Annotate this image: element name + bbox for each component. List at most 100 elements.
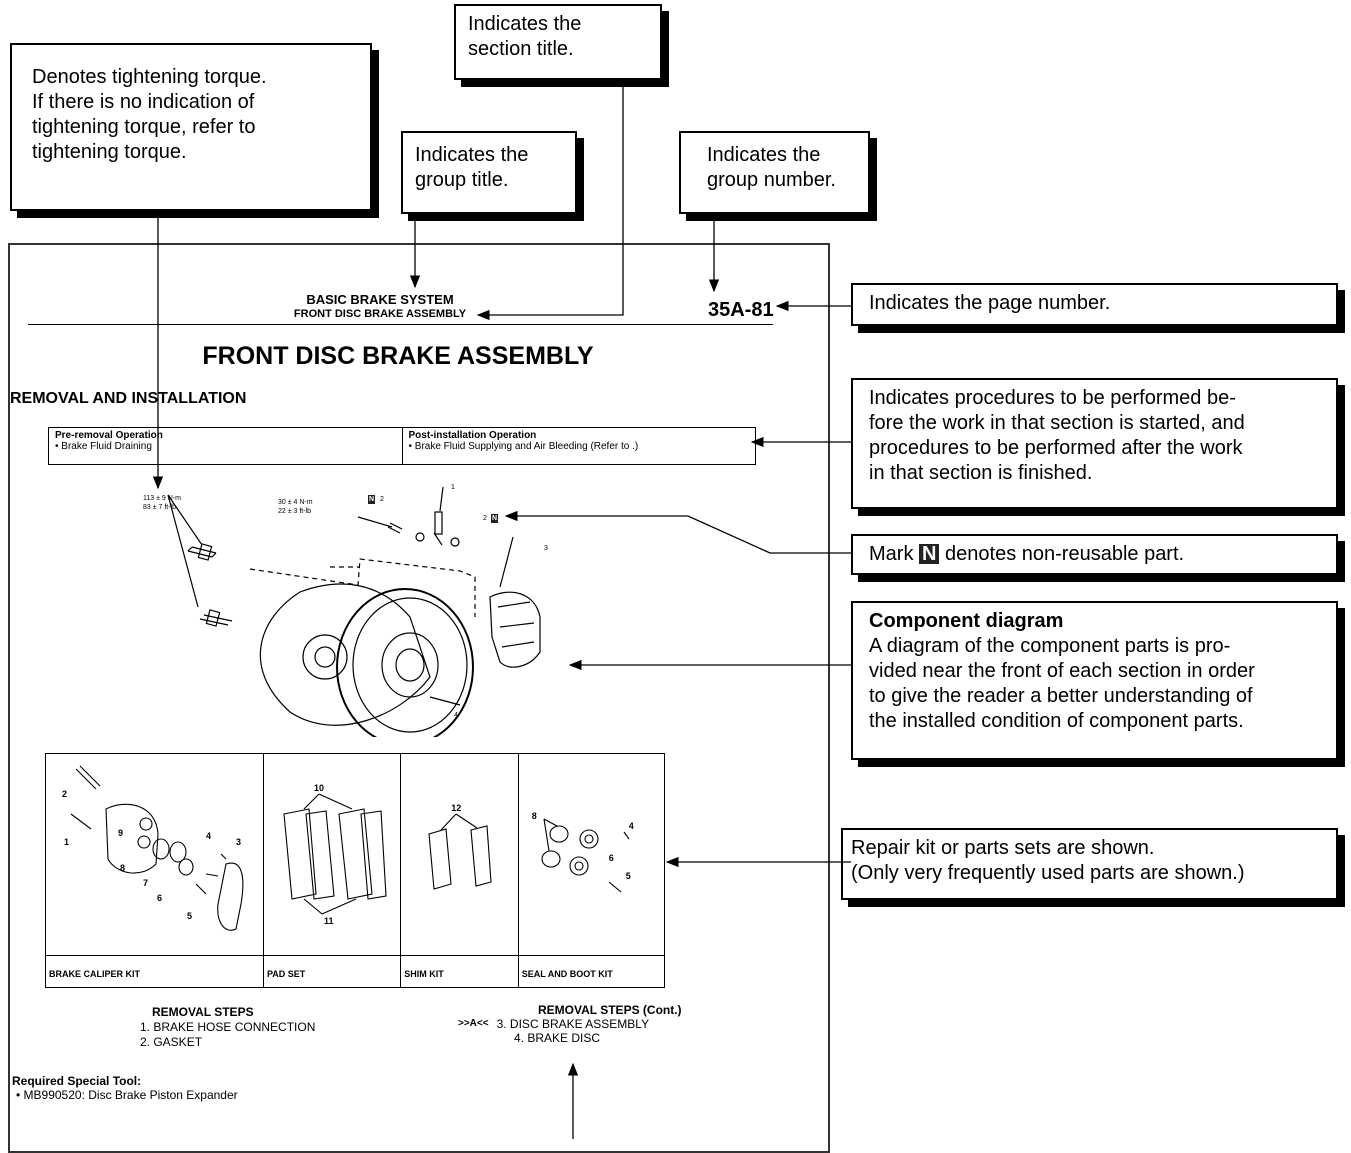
special-tool-title: Required Special Tool:: [12, 1074, 142, 1088]
non-reusable-mark-icon: N: [368, 495, 376, 504]
caliper-kit-drawing: [70, 765, 244, 931]
header-rule: [28, 324, 773, 325]
mark-n-prefix: Mark: [869, 543, 914, 565]
kit-num-3: 3: [236, 837, 242, 847]
hub: [302, 634, 348, 680]
subtitle: REMOVAL AND INSTALLATION: [10, 390, 247, 407]
removal-step-2: 2. GASKET: [140, 1035, 203, 1049]
pad-label: PAD SET: [266, 969, 306, 979]
kit-separator: [46, 955, 263, 956]
kit-num-8: 8: [120, 863, 126, 873]
kit-num-2: 2: [62, 789, 68, 799]
group-number-callout: Indicates the group number.: [679, 131, 870, 214]
main-title: FRONT DISC BRAKE ASSEMBLY: [202, 342, 594, 370]
gasket: [415, 532, 425, 542]
torque-2-ftlb: 22 ± 3 ft-lb: [278, 508, 312, 515]
post-installation-cell: Post-installation Operation • Brake Flui…: [401, 428, 756, 464]
procedures-callout: Indicates procedures to be performed be-…: [851, 378, 1338, 509]
section-title-callout-text: Indicates the section title.: [468, 13, 582, 60]
component-diagram-text: A diagram of the component parts is pro-…: [869, 635, 1255, 732]
seal-boot-kit: 8 4 6 5 SEAL AND BOOT KIT: [518, 754, 664, 987]
group-title-callout: Indicates the group title.: [401, 131, 577, 214]
special-tool-item: • MB990520: Disc Brake Piston Expander: [16, 1088, 238, 1102]
mark-n-suffix: denotes non-reusable part.: [945, 543, 1185, 565]
kit-num-9: 9: [118, 828, 124, 838]
seal-num-8: 8: [531, 811, 537, 821]
bolt-lower: [199, 614, 233, 626]
seal-separator: [518, 955, 664, 956]
dust-shield: [259, 583, 431, 726]
page-number: 35A-81: [708, 299, 774, 321]
caliper: [489, 591, 541, 668]
brake-hose: [434, 511, 443, 535]
group-title-callout-text: Indicates the group title.: [415, 144, 529, 191]
removal-steps-cont-title: REMOVAL STEPS (Cont.): [538, 1003, 682, 1017]
diagram-label-2: 2: [380, 496, 384, 503]
shim-separator: [401, 955, 518, 956]
procedures-callout-text: Indicates procedures to be performed be-…: [869, 387, 1245, 484]
seal-num-6: 6: [608, 853, 614, 863]
non-reusable-mark-icon-2: N: [491, 514, 499, 523]
torque-2-nm: 30 ± 4 N-m: [278, 499, 313, 506]
group-number-callout-text: Indicates the group number.: [707, 144, 836, 191]
shim-kit-drawing: [428, 813, 492, 890]
kit-num-1: 1: [64, 837, 70, 847]
post-installation-title: Post-installation Operation: [408, 430, 537, 441]
removal-step-3: 3. DISC BRAKE ASSEMBLY: [496, 1017, 650, 1031]
removal-marker: >>A<<: [458, 1018, 489, 1029]
page-number-callout: Indicates the page number.: [851, 283, 1338, 326]
torque-callout-text: Denotes tightening torque. If there is n…: [32, 66, 267, 163]
kit-num-6: 6: [157, 893, 163, 903]
kit-label: BRAKE CALIPER KIT: [49, 969, 141, 979]
torque-callout: Denotes tightening torque. If there is n…: [10, 43, 372, 211]
component-diagram-title: Component diagram: [869, 610, 1064, 632]
group-title: BASIC BRAKE SYSTEM: [306, 292, 454, 307]
torque-1-nm: 113 ± 9 N-m: [143, 495, 181, 502]
removal-step-4: 4. BRAKE DISC: [514, 1031, 601, 1045]
diagram-label-1: 1: [451, 484, 455, 491]
pre-removal-title: Pre-removal Operation: [55, 430, 163, 441]
repair-kit-callout-text: Repair kit or parts sets are shown. (Onl…: [851, 837, 1245, 884]
pad-separator: [263, 955, 401, 956]
kit-num-5: 5: [187, 911, 193, 921]
diagram-label-3: 3: [544, 545, 548, 552]
brake-caliper-kit: 2 9 1 4 3 8 7 6 5 BRAKE CALIPER KIT: [46, 754, 264, 987]
seal-boot-kit-drawing: [541, 818, 630, 893]
removal-step-1: 1. BRAKE HOSE CONNECTION: [140, 1020, 316, 1034]
diagram-label-4: 4: [454, 712, 458, 719]
special-tool: Required Special Tool: • MB990520: Disc …: [12, 1074, 238, 1102]
diagram-label-2b: 2: [483, 515, 487, 522]
seal-num-4: 4: [628, 821, 634, 831]
repair-kit-callout: Repair kit or parts sets are shown. (Onl…: [841, 828, 1338, 900]
operation-table: Pre-removal Operation • Brake Fluid Drai…: [48, 427, 756, 465]
post-installation-item: • Brake Fluid Supplying and Air Bleeding…: [408, 441, 639, 452]
removal-steps: REMOVAL STEPS 1. BRAKE HOSE CONNECTION 2…: [140, 1005, 315, 1050]
bolt-upper: [187, 546, 217, 558]
shim-label: SHIM KIT: [404, 969, 444, 979]
non-reusable-badge-icon: N: [919, 544, 940, 564]
pre-removal-item: • Brake Fluid Draining: [55, 441, 152, 452]
shim-num-12: 12: [451, 803, 462, 813]
seal-num-5: 5: [625, 871, 631, 881]
pad-set-drawing: [283, 793, 387, 915]
component-diagram-callout: Component diagram A diagram of the compo…: [851, 601, 1338, 760]
removal-steps-cont: REMOVAL STEPS (Cont.) >>A<< 3. DISC BRAK…: [458, 1003, 682, 1045]
kits-table: 2 9 1 4 3 8 7 6 5 BRAKE CALIPER KIT: [45, 753, 665, 988]
kit-num-7: 7: [143, 878, 149, 888]
manual-page: BASIC BRAKE SYSTEM FRONT DISC BRAKE ASSE…: [8, 243, 830, 1153]
page-number-callout-text: Indicates the page number.: [869, 292, 1111, 314]
pad-num-11: 11: [323, 916, 334, 926]
pad-num-10: 10: [313, 783, 324, 793]
section-title-callout: Indicates the section title.: [454, 4, 662, 80]
component-diagram: [167, 486, 541, 737]
kit-num-4: 4: [206, 831, 212, 841]
pad-set: 10 11 PAD SET: [263, 754, 402, 987]
shim-kit: 12 SHIM KIT: [401, 754, 519, 987]
mark-n-callout: Mark N denotes non-reusable part.: [851, 534, 1338, 575]
seal-label: SEAL AND BOOT KIT: [521, 969, 613, 979]
removal-steps-title: REMOVAL STEPS: [152, 1005, 254, 1019]
section-title: FRONT DISC BRAKE ASSEMBLY: [293, 308, 467, 320]
torque-1-ftlb: 83 ± 7 ft-lb: [143, 504, 177, 511]
brake-disc: [336, 588, 474, 737]
pre-removal-cell: Pre-removal Operation • Brake Fluid Drai…: [49, 428, 402, 464]
